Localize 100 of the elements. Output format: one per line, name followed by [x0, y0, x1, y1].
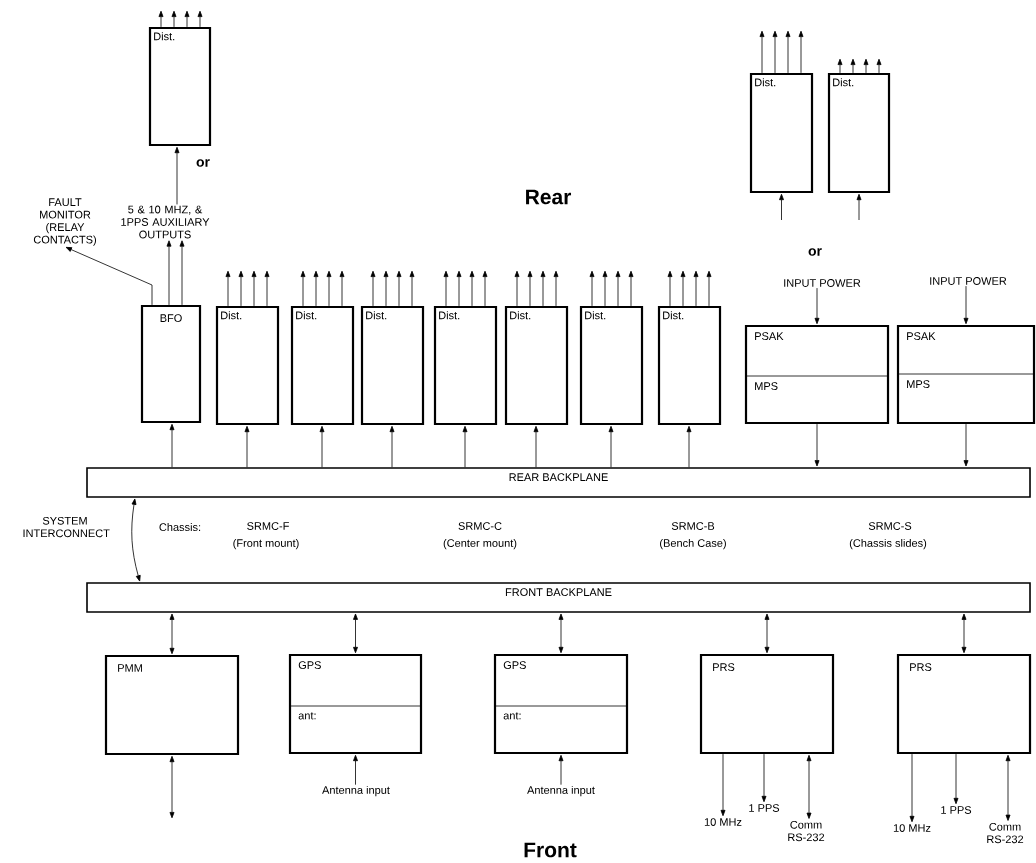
arrow	[169, 423, 175, 468]
arrow	[300, 270, 306, 307]
signal-label: Antenna input	[322, 785, 390, 797]
note-text: or	[808, 248, 822, 256]
arrow	[169, 755, 175, 819]
module-box: PMM	[104, 654, 240, 756]
heading: Rear	[526, 189, 572, 205]
arrow	[1005, 754, 1011, 821]
signal-label: 10 MHz	[893, 824, 931, 832]
arrow	[863, 58, 869, 74]
arrow	[514, 270, 520, 307]
arrow	[779, 193, 784, 221]
arrow	[785, 30, 791, 74]
signal-label: INPUT POWER	[784, 279, 861, 287]
module-box: Dist.	[148, 26, 212, 147]
arrow	[171, 10, 177, 28]
arrow	[527, 270, 533, 307]
arrow	[909, 753, 915, 823]
signal-label: FAULT MONITOR (RELAY CONTACTS)	[33, 198, 96, 246]
arrow	[686, 425, 692, 468]
signal-label: Comm RS-232	[788, 820, 825, 842]
arrow	[313, 270, 319, 307]
module-box: PRS	[896, 653, 1032, 755]
backplane-bar: FRONT BACKPLANE	[86, 582, 1031, 613]
arrow	[759, 30, 765, 74]
signal-label: Antenna input	[527, 785, 595, 797]
arrow	[319, 425, 325, 468]
arrow	[876, 58, 882, 74]
module-box: Dist.	[433, 305, 498, 426]
arrow	[244, 425, 250, 468]
chassis-label: SRMC-C	[458, 522, 502, 530]
arrow	[615, 270, 621, 307]
arrow	[772, 30, 778, 74]
signal-label: 10 MHz	[704, 818, 742, 826]
module-box: BFO	[140, 304, 202, 424]
arrow	[169, 613, 175, 655]
arrow	[353, 754, 358, 786]
arrow	[456, 270, 462, 307]
chassis-label: (Bench Case)	[660, 538, 726, 550]
arrow	[533, 425, 539, 468]
arrow	[761, 753, 767, 803]
chassis-label: (Front mount)	[233, 538, 299, 550]
chassis-label: SRMC-B	[671, 522, 715, 530]
arrow	[608, 425, 614, 468]
module-box: GPS ant:	[288, 653, 423, 755]
arrow	[443, 270, 449, 307]
arrow	[953, 753, 959, 805]
module-box: Dist.	[215, 305, 280, 426]
arrow	[409, 270, 415, 307]
signal-label: Comm RS-232	[987, 822, 1024, 844]
arrow	[370, 270, 376, 307]
chassis-label: SRMC-F	[247, 522, 289, 530]
chassis-label: SRMC-S	[868, 522, 912, 530]
arrow	[706, 270, 712, 307]
module-box: Dist.	[827, 72, 891, 194]
signal-label: 5 & 10 MHZ, & 1PPS AUXILIARY OUTPUTS	[121, 205, 210, 239]
arrow	[396, 270, 402, 307]
module-box: Dist.	[290, 305, 355, 426]
chassis-label: (Center mount)	[443, 538, 517, 550]
module-box: PRS	[699, 653, 835, 755]
arrow	[558, 754, 564, 786]
signal-label: 1 PPS	[749, 804, 780, 812]
arrow	[131, 498, 141, 582]
backplane-bar: REAR BACKPLANE	[86, 467, 1031, 498]
arrow	[353, 613, 358, 654]
module-box: GPS ant:	[493, 653, 629, 755]
module-box: Dist.	[749, 72, 814, 194]
arrow	[667, 270, 673, 307]
arrow	[798, 30, 804, 74]
arrow	[814, 287, 820, 325]
arrow	[764, 613, 770, 654]
arrow	[482, 270, 488, 307]
arrow	[850, 58, 856, 74]
arrow	[469, 270, 475, 307]
arrow	[251, 270, 257, 307]
arrow	[693, 270, 699, 307]
arrow	[166, 240, 172, 306]
arrow	[540, 270, 546, 307]
module-box: PSAK MPS	[896, 324, 1036, 425]
arrow	[961, 613, 967, 654]
interconnect-label: SYSTEM INTERCONNECT	[23, 516, 110, 538]
arrow	[65, 246, 153, 306]
arrow	[174, 146, 180, 205]
arrow	[589, 270, 595, 307]
arrow	[963, 285, 969, 325]
arrow	[720, 753, 726, 817]
heading: Front	[524, 842, 577, 858]
arrow	[963, 423, 969, 467]
module-box: PSAK MPS	[744, 324, 890, 425]
arrow	[225, 270, 231, 307]
arrow	[389, 425, 395, 468]
arrow	[553, 270, 559, 307]
arrow	[184, 10, 190, 28]
arrow	[558, 613, 564, 654]
arrow	[158, 10, 164, 28]
arrow	[628, 270, 634, 307]
note-text: or	[196, 159, 210, 167]
arrow	[179, 240, 185, 306]
note-text: Chassis:	[159, 522, 201, 532]
module-box: Dist.	[504, 305, 569, 426]
